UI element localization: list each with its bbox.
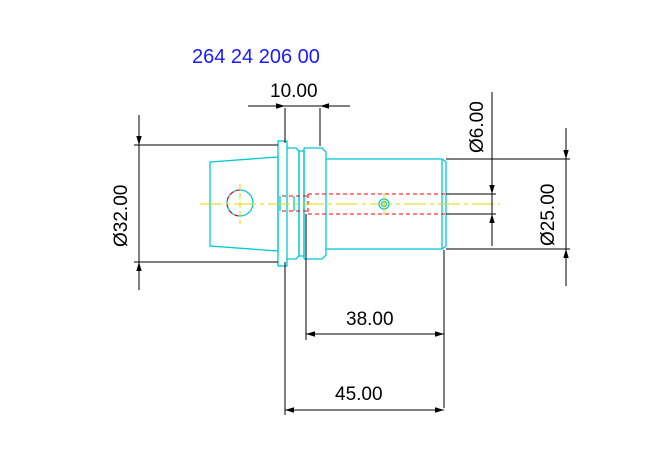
- dim-32-label: Ø32.00: [111, 185, 132, 247]
- dim-6-label: Ø6.00: [467, 101, 488, 153]
- dim-25-label: Ø25.00: [538, 184, 559, 246]
- collar-right: [304, 147, 327, 260]
- dim-45-label: 45.00: [335, 384, 383, 405]
- dimension-lines: [134, 92, 570, 415]
- centerline: [200, 184, 500, 224]
- dim-10-label: 10.00: [270, 81, 318, 102]
- head-hole-hidden: [226, 189, 241, 217]
- part-number: 264 24 206 00: [192, 46, 320, 68]
- dim-38-label: 38.00: [346, 309, 394, 330]
